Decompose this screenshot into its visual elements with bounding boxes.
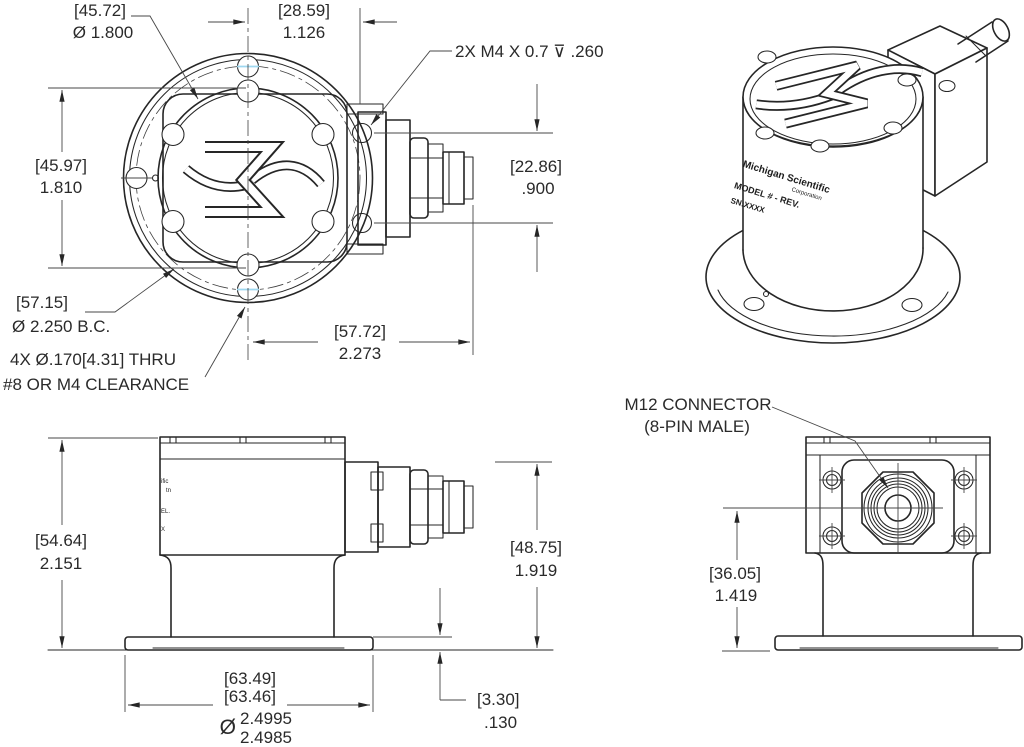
svg-text:X: X [161,527,165,533]
dim-screw-spacing-mm: [22.86] [510,157,562,176]
dim-overall-height-inch: 2.151 [40,554,83,573]
tapped-hole-bottom [351,212,373,234]
dim-bolt-circle-inch: Ø 2.250 B.C. [12,317,110,336]
dim-center-face-inch: 1.126 [283,23,326,42]
side-neck-left [159,554,172,638]
iso-bolt-hole [743,296,765,312]
dim-screw-spacing-inch: .900 [521,179,554,198]
front-view-dimensions: [45.72] Ø 1.800 [28.59] 1.126 2X M4 X 0.… [3,1,604,394]
iso-body-bottom [742,247,924,312]
note-tapped-holes: 2X M4 X 0.7 ⊽ .260 [455,42,604,61]
rear-screws [819,467,977,549]
rear-flange [774,635,1023,651]
screw [951,467,977,493]
isometric-view: Michigan Scientific Corporation MODEL # … [705,18,1011,344]
tapped-hole-top [351,122,373,144]
leader-lid-dia [131,15,199,100]
side-view-geometry: ific tn EL. X [47,436,554,651]
rear-neck-left [814,552,824,637]
dim-connector-height-inch: 1.919 [515,561,558,580]
note-thru-holes-1: 4X Ø.170[4.31] THRU [10,350,176,369]
side-view-dimensions: [54.64] 2.151 [48.75] 1.919 [3.30] .130 … [35,437,562,747]
iso-block-hole [938,79,956,93]
side-connector-block [344,461,379,553]
dim-center-face-mm: [28.59] [278,1,330,20]
note-m12-line1: M12 CONNECTOR [624,395,771,414]
rear-view-dimensions: M12 CONNECTOR (8-PIN MALE) [36.05] 1.419 [624,395,943,652]
iso-barrel-lines [957,21,1009,63]
iso-bolt-hole [901,297,923,313]
connector-plate [385,119,411,238]
dim-lid-dia-mm: [45.72] [74,1,126,20]
note-thru-holes-2: #8 OR M4 CLEARANCE [3,375,189,394]
dim-flange-dia-mm-max: [63.49] [224,669,276,688]
msc-logo [182,141,325,218]
rear-m12-connector [861,463,935,552]
connector-tip [463,156,474,200]
iso-msc-logo [753,51,926,130]
side-flange [124,636,374,651]
side-nut-face [427,475,444,539]
dim-flange-dia-mm-min: [63.46] [224,687,276,706]
side-body [159,436,346,556]
side-view: ific tn EL. X [54.64] 2.151 [48.75] 1.91… [35,436,562,747]
leader-thru-holes [204,306,246,378]
side-connector-nut [409,469,429,545]
dim-lid-height-mm: [45.97] [35,156,87,175]
dim-overall-height-mm: [54.64] [35,531,87,550]
connector-nut [409,137,429,219]
connector-nut-face [427,143,444,213]
iso-lid-notches [755,50,917,153]
dim-center-tip-inch: 2.273 [339,344,382,363]
dim-connector-height-mm: [48.75] [510,538,562,557]
dowel-pin-hole [151,174,160,182]
side-screw-bottom [370,523,384,543]
dim-flange-dia-inch-min: 2.4985 [240,728,292,747]
connector-step-top [346,103,384,115]
side-connector-tip [463,485,474,529]
rear-connector-plate [841,459,955,554]
dim-center-height-mm: [36.05] [709,564,761,583]
dim-flange-thickness-inch: .130 [484,713,517,732]
svg-text:EL.: EL. [161,509,170,515]
screw [819,467,845,493]
front-view-geometry [121,8,474,362]
svg-text:ific: ific [161,479,168,485]
side-label-fragments: ific tn EL. X [161,479,171,533]
leader-bolt-circle [85,268,175,313]
dim-center-tip-mm: [57.72] [334,322,386,341]
note-m12-line2: (8-PIN MALE) [644,417,750,436]
iso-pin-hole [762,290,770,298]
diameter-symbol: Ø [220,716,236,739]
leader-m12 [771,406,889,489]
dim-center-height-inch: 1.419 [715,586,758,605]
iso-barrel-cap [991,18,1011,42]
leader-tapped-holes [370,50,452,126]
side-lid-notch-ticks [169,436,332,444]
lid-notches [161,79,335,277]
rear-lid-notch-ticks [823,436,937,444]
rear-view-geometry [774,436,1023,651]
screw [819,523,845,549]
svg-text:tn: tn [166,488,171,494]
dim-lid-height-inch: 1.810 [40,178,83,197]
rear-neck-right [972,552,982,637]
rear-view: M12 CONNECTOR (8-PIN MALE) [36.05] 1.419 [624,395,1023,652]
iso-lid-thickness [744,107,922,147]
connector-barrel [442,151,465,205]
side-neck-right [333,554,346,638]
front-view: [45.72] Ø 1.800 [28.59] 1.126 2X M4 X 0.… [3,1,604,394]
side-screw-top [370,471,384,491]
dim-flange-thickness-mm: [3.30] [477,690,520,709]
dim-flange-dia-inch-max: 2.4995 [240,709,292,728]
side-barrel [442,480,465,534]
connector-step-bottom [346,243,384,255]
screw [951,523,977,549]
iso-barrel-ring [965,35,986,56]
iso-lid-inner [749,53,917,145]
dim-lid-dia-inch: Ø 1.800 [73,23,134,42]
dim-bolt-circle-mm: [57.15] [16,293,68,312]
iso-flange-edge [717,289,949,337]
